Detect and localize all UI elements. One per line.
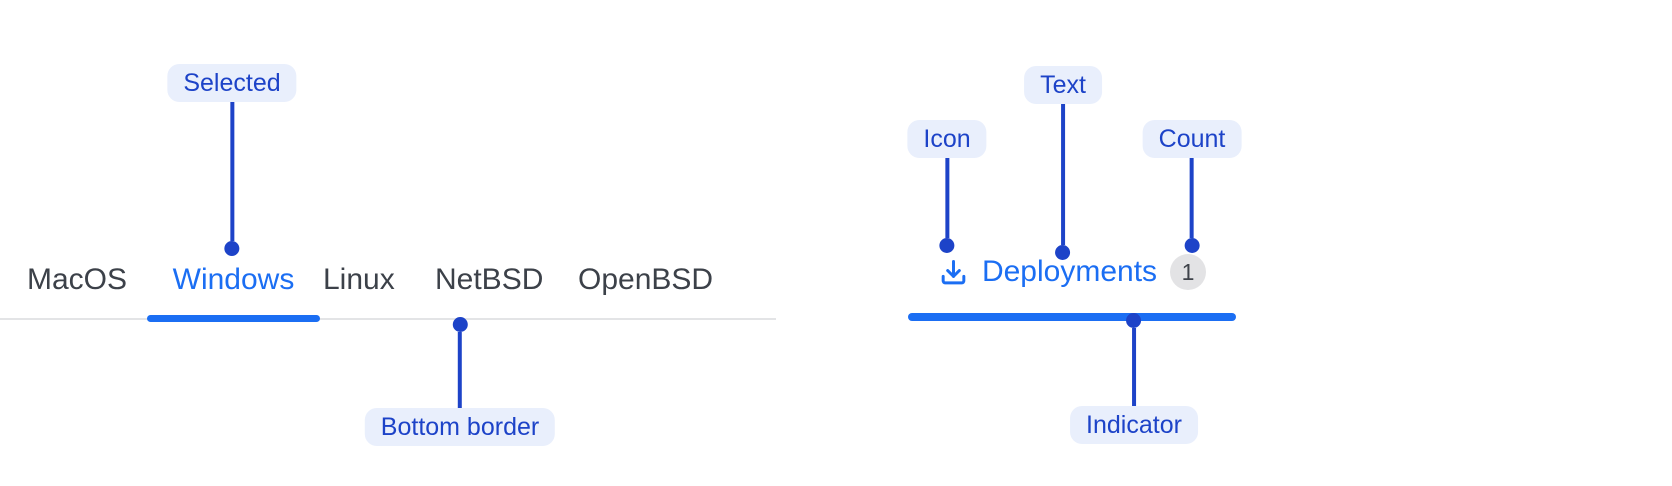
callout-icon-stem (944, 158, 949, 238)
callout-count-dot (1184, 238, 1200, 253)
callout-text: Text (1024, 66, 1102, 260)
callout-indicator-dot (1126, 313, 1142, 328)
callout-text-stem (1060, 104, 1065, 245)
callout-bottom-border-label: Bottom border (364, 408, 556, 446)
callout-icon-dot (939, 238, 955, 253)
callout-count-label: Count (1142, 120, 1242, 158)
callout-indicator-label: Indicator (1070, 406, 1198, 444)
callout-icon: Icon (907, 120, 987, 253)
tab-openbsd[interactable]: OpenBSD (578, 263, 714, 296)
callout-bottom-border-stem (457, 332, 462, 408)
tab-deployments[interactable]: Deployments 1 (908, 248, 1236, 296)
callout-selected-label: Selected (167, 64, 297, 102)
callout-indicator: Indicator (1070, 313, 1198, 444)
active-tab-indicator (908, 313, 1236, 321)
tab-windows[interactable]: Windows (172, 263, 295, 296)
tab-bar-bottom-border (0, 318, 776, 320)
callout-count-stem (1190, 158, 1194, 238)
download-icon (941, 259, 966, 284)
count-badge: 1 (1170, 254, 1207, 290)
callout-text-label: Text (1024, 66, 1102, 104)
tab-deployments-label: Deployments (981, 255, 1158, 288)
callout-count: Count (1142, 120, 1242, 253)
callout-indicator-stem (1131, 328, 1136, 406)
callout-selected: Selected (167, 64, 297, 256)
tab-netbsd[interactable]: NetBSD (435, 263, 544, 296)
tab-linux[interactable]: Linux (323, 263, 395, 296)
callout-bottom-border: Bottom border (364, 317, 556, 446)
selected-tab-underline (147, 315, 320, 322)
tab-macos[interactable]: MacOS (27, 263, 128, 296)
callout-selected-stem (229, 102, 234, 241)
callout-bottom-border-dot (452, 317, 468, 332)
callout-text-dot (1055, 245, 1071, 260)
callout-selected-dot (224, 241, 240, 256)
callout-icon-label: Icon (907, 120, 987, 158)
